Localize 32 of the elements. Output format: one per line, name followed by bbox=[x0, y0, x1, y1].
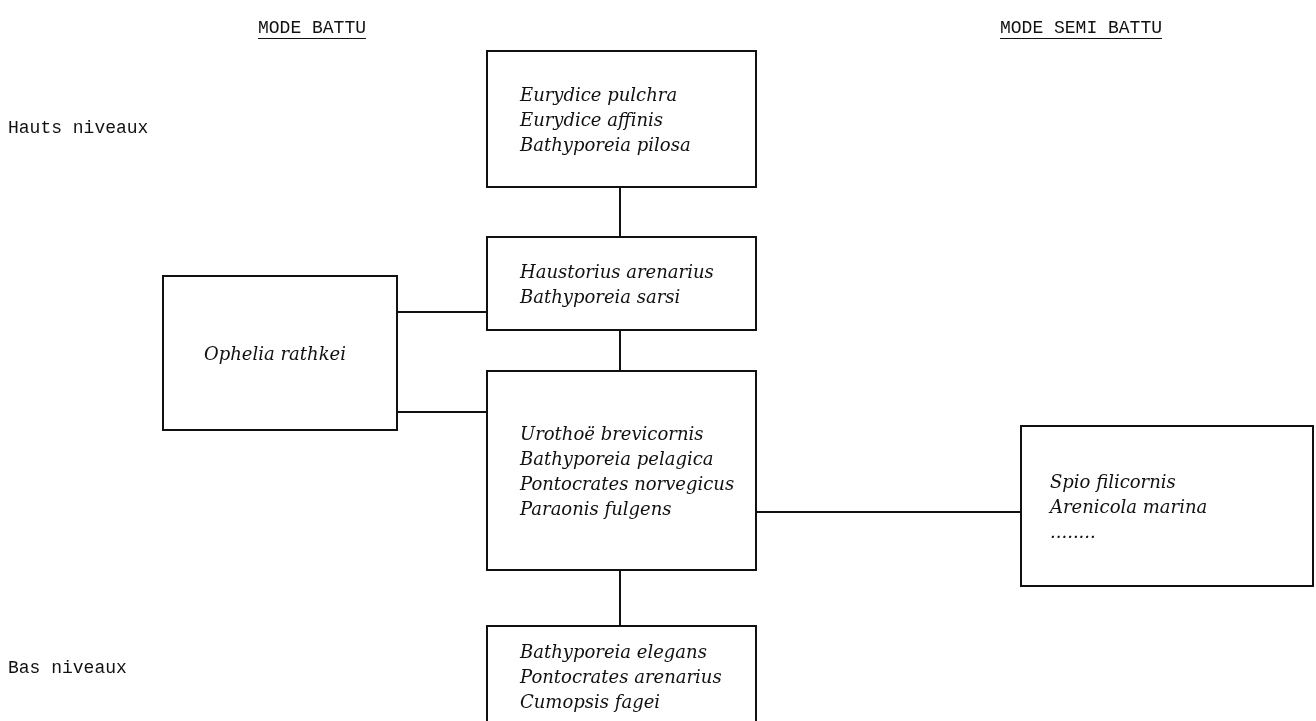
level-label: Hauts niveaux bbox=[8, 118, 149, 138]
species-name: ........ bbox=[1050, 519, 1097, 544]
species-box bbox=[486, 370, 757, 571]
species-box bbox=[162, 275, 398, 431]
connector-line bbox=[619, 187, 621, 237]
species-name: Pontocrates arenarius bbox=[520, 665, 723, 689]
species-name: Spio filicornis bbox=[1050, 469, 1177, 494]
species-box bbox=[1020, 425, 1314, 587]
level-label: Bas niveaux bbox=[8, 658, 127, 678]
species-name: Bathyporeia elegans bbox=[520, 640, 708, 664]
species-name: Bathyporeia pelagica bbox=[520, 446, 715, 471]
species-name: Pontocrates norvegicus bbox=[520, 471, 736, 496]
column-heading: MODE BATTU bbox=[258, 18, 367, 38]
species-box bbox=[486, 236, 757, 331]
species-name: Arenicola marina bbox=[1050, 494, 1209, 519]
connector-line bbox=[756, 511, 1021, 513]
species-name: Ophelia rathkei bbox=[204, 341, 347, 366]
species-name: Paraonis fulgens bbox=[520, 496, 673, 521]
species-name: Cumopsis fagei bbox=[520, 690, 662, 714]
column-heading: MODE SEMI BATTU bbox=[1000, 18, 1163, 38]
species-name: Bathyporeia sarsi bbox=[520, 284, 682, 309]
species-box bbox=[486, 625, 757, 721]
species-name: Urothoë brevicornis bbox=[520, 421, 705, 446]
connector-line bbox=[397, 411, 487, 413]
species-name: Eurydice affinis bbox=[520, 107, 665, 132]
species-name: Bathyporeia pilosa bbox=[520, 132, 692, 157]
connector-line bbox=[619, 570, 621, 626]
connector-line bbox=[397, 311, 487, 313]
species-name: Eurydice pulchra bbox=[520, 82, 679, 107]
species-box bbox=[486, 50, 757, 188]
species-name: Haustorius arenarius bbox=[520, 259, 715, 284]
connector-line bbox=[619, 330, 621, 371]
